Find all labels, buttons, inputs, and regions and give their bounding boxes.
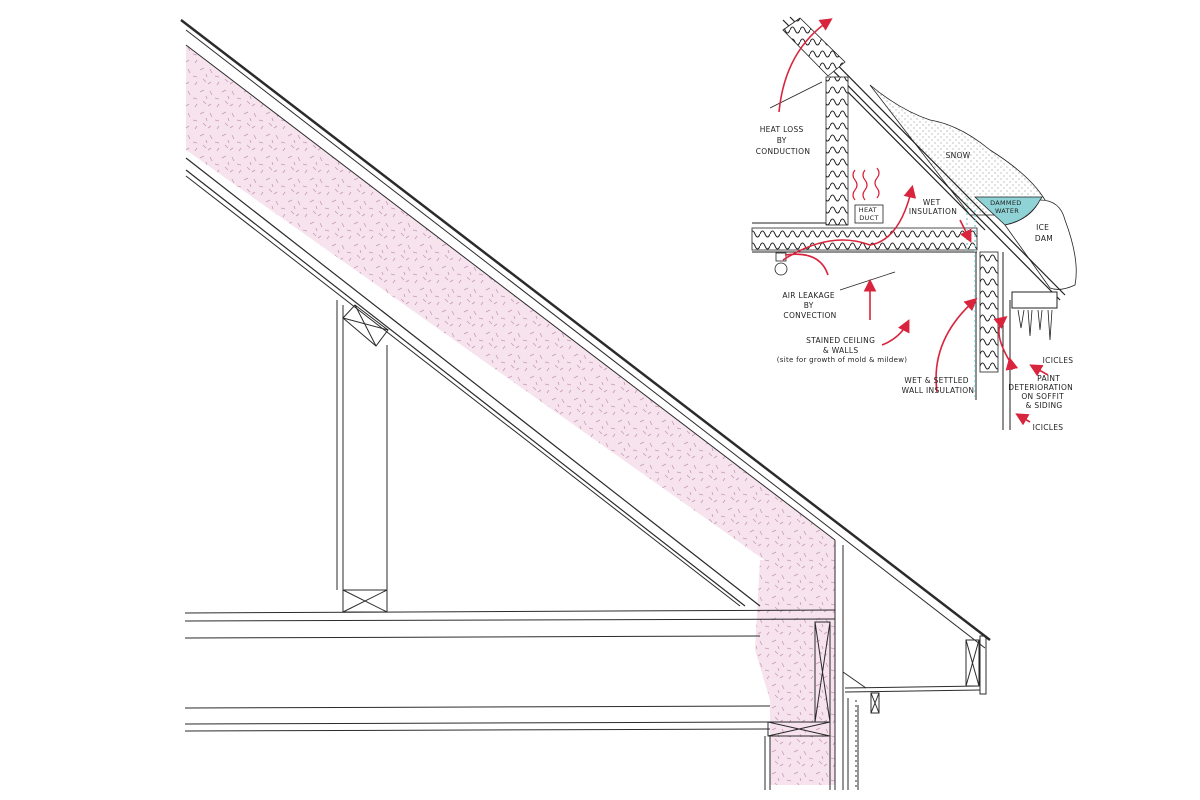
ice-dam [1004, 199, 1077, 290]
icicles-drawing [1017, 309, 1053, 341]
eave-soffit [842, 635, 987, 790]
inset-arrows [778, 18, 1049, 426]
label-stained-ceiling: STAINED CEILING & WALLS (site for growth… [777, 336, 908, 364]
label-heat-loss: HEAT LOSS BY CONDUCTION [756, 125, 811, 156]
label-wet-insulation: WET INSULATION [909, 198, 957, 216]
heat-duct [854, 204, 884, 224]
label-paint-deterioration: PAINT DETERIORATION ON SOFFIT & SIDING [1008, 374, 1076, 410]
ceiling-leader [839, 271, 896, 291]
label-air-leakage: AIR LEAKAGE BY CONVECTION [782, 291, 837, 320]
label-wet-settled: WET & SETTLED WALL INSULATION [902, 376, 975, 395]
heat-wave-icon [852, 167, 880, 201]
label-snow: SNOW [946, 151, 971, 160]
label-dammed-water: DAMMED WATER [990, 199, 1024, 215]
roof-deck [180, 19, 991, 649]
roof-insulation [186, 45, 835, 610]
ceiling-joists [184, 609, 836, 732]
label-heat-duct: HEAT DUCT [859, 206, 879, 222]
knee-wall-stud [336, 300, 389, 613]
roof-insulation-lower [755, 560, 835, 785]
label-icicles-bottom: ICICLES [1033, 423, 1064, 432]
snow [869, 84, 1051, 216]
light-bulb-icon [774, 252, 788, 276]
ice-dam-inset: HEAT LOSS BY CONDUCTION HEAT DUCT SNOW W… [751, 16, 1077, 432]
wall-framing [764, 540, 844, 790]
label-ice-dam: ICE DAM [1035, 223, 1053, 243]
main-cross-section [180, 19, 991, 790]
label-icicles-top: ICICLES [1043, 356, 1074, 365]
